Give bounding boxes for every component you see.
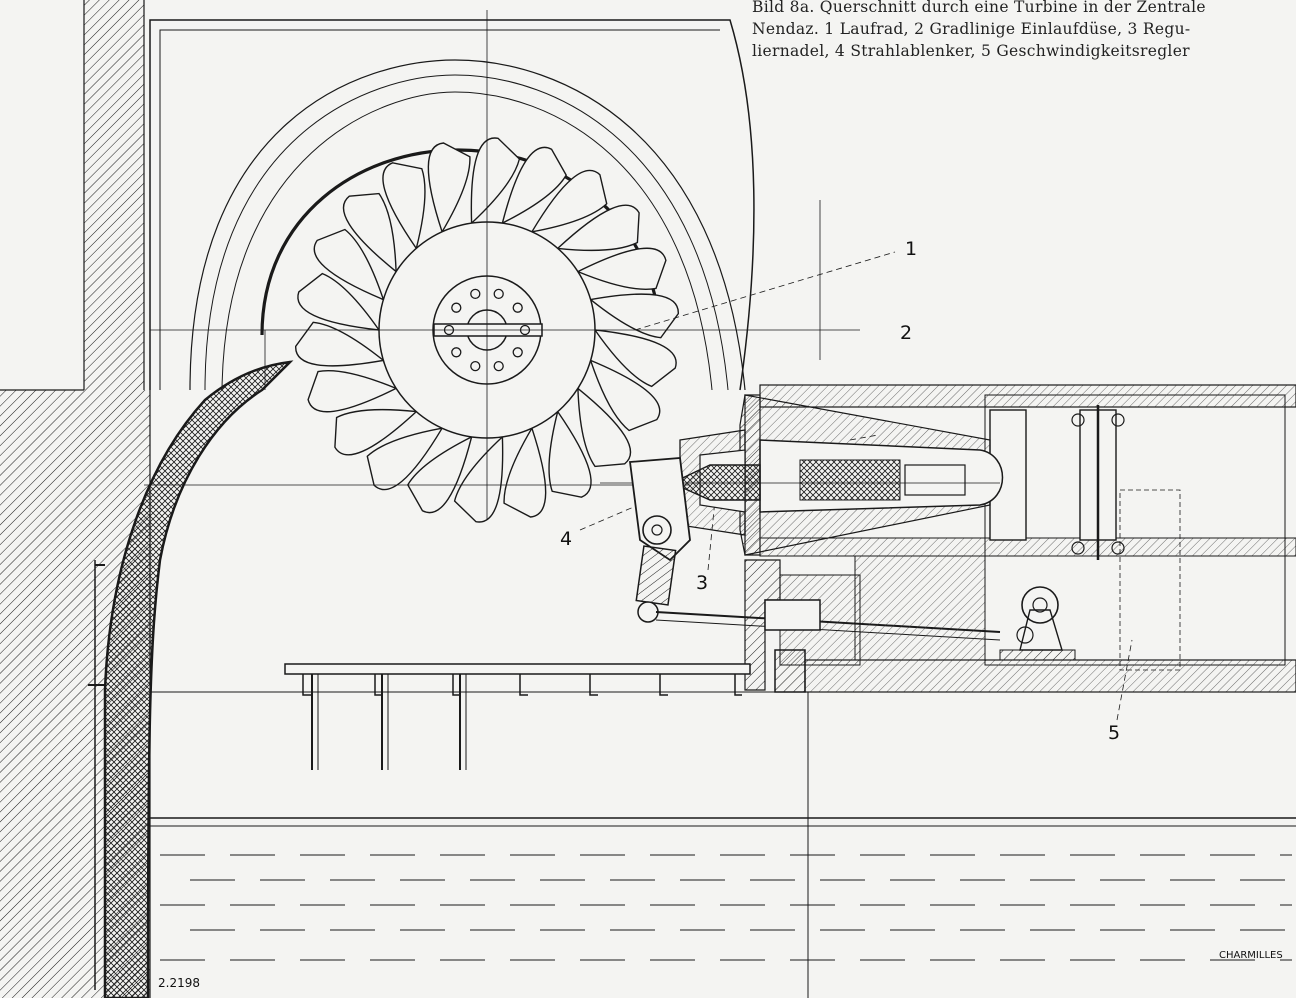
runner-bucket bbox=[530, 169, 608, 233]
hub-bolt bbox=[493, 288, 504, 300]
caption-line-1: Bild 8a. Querschnitt durch eine Turbine … bbox=[752, 0, 1206, 16]
manufacturer-mark: CHARMILLES bbox=[1219, 950, 1283, 961]
straight-nozzle bbox=[600, 394, 1004, 556]
leader-3 bbox=[707, 499, 716, 571]
caption-line-3: liernadel, 4 Strahlablenker, 5 Geschwind… bbox=[752, 42, 1190, 60]
label-4: 4 bbox=[560, 528, 573, 550]
hub-bolt bbox=[470, 288, 481, 300]
hub-bolt bbox=[512, 302, 523, 313]
runner-bucket bbox=[342, 192, 397, 274]
runner-bucket bbox=[588, 293, 680, 339]
runner-bucket bbox=[406, 435, 473, 514]
wall-brackets bbox=[88, 560, 105, 990]
runner-bucket bbox=[470, 137, 521, 225]
figure-caption: Bild 8a. Querschnitt durch eine Turbine … bbox=[752, 0, 1292, 62]
leader-1 bbox=[634, 251, 896, 331]
label-3: 3 bbox=[696, 572, 709, 594]
runner-bucket bbox=[382, 162, 426, 251]
runner-bucket bbox=[593, 329, 677, 388]
hub-bolt bbox=[451, 347, 462, 358]
runner-bucket bbox=[589, 359, 661, 432]
center-lines bbox=[144, 10, 860, 520]
runner-bucket bbox=[501, 146, 568, 225]
runner-bucket bbox=[503, 426, 547, 518]
runner-bucket bbox=[577, 386, 632, 468]
hub-bolt bbox=[493, 360, 504, 372]
label-2: 2 bbox=[900, 322, 913, 344]
housing-arches bbox=[149, 19, 755, 391]
supply-pipe bbox=[759, 384, 1296, 671]
speed-governor bbox=[999, 586, 1076, 661]
runner-bucket bbox=[294, 321, 386, 367]
pelton-runner bbox=[294, 137, 680, 523]
label-1: 1 bbox=[905, 238, 918, 260]
drawing-number: 2.2198 bbox=[158, 976, 200, 990]
runner-bucket bbox=[427, 142, 471, 234]
runner-bucket bbox=[453, 435, 504, 523]
runner-bucket bbox=[556, 204, 640, 252]
walkway-grating bbox=[284, 663, 751, 770]
tailrace-water bbox=[150, 691, 1296, 998]
runner-bucket bbox=[576, 247, 667, 290]
runner-bucket bbox=[307, 370, 398, 413]
discharge-shield bbox=[103, 360, 294, 998]
runner-bucket bbox=[334, 408, 418, 456]
jet-deflector bbox=[628, 457, 1001, 641]
runner-bucket bbox=[548, 409, 592, 498]
hub-bolt bbox=[512, 347, 523, 358]
floor-slab bbox=[744, 555, 1296, 693]
label-5: 5 bbox=[1108, 722, 1121, 744]
runner-bucket bbox=[297, 272, 381, 331]
hub-bolt bbox=[470, 360, 481, 372]
caption-line-2: Nendaz. 1 Laufrad, 2 Gradlinige Einlaufd… bbox=[752, 20, 1191, 38]
runner-bucket bbox=[313, 228, 385, 301]
hub-bolt bbox=[451, 302, 462, 313]
